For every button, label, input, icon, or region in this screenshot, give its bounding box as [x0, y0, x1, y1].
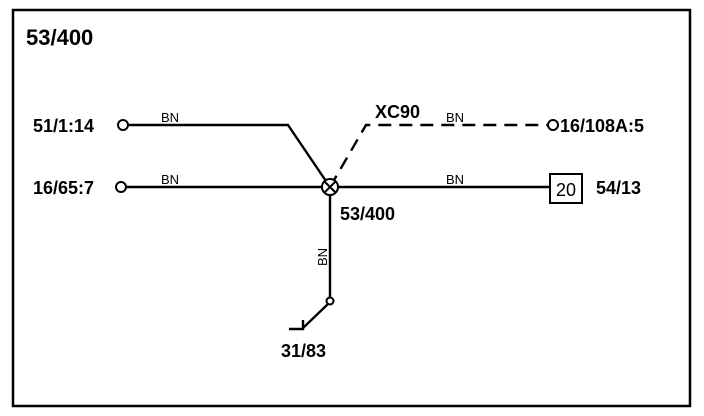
terminal-left-mid [115, 181, 127, 193]
wire-color-right-mid: BN [446, 172, 464, 187]
splice-label: 53/400 [340, 204, 395, 224]
splice-icon [321, 178, 339, 196]
wire-left-top [129, 123, 331, 188]
fuse-box [549, 173, 583, 204]
wire-color-left-top: BN [161, 110, 179, 125]
diagram-frame [11, 8, 692, 408]
fuse-number: 20 [556, 180, 576, 200]
connector-label-left-mid: 16/65:7 [33, 178, 94, 198]
connector-label-right-top: 16/108A:5 [560, 116, 644, 136]
model-label: XC90 [375, 102, 420, 122]
ground-contact [302, 302, 330, 329]
wire-color-right-top: BN [446, 110, 464, 125]
diagram-title: 53/400 [26, 25, 93, 50]
connector-label-right-mid: 54/13 [596, 178, 641, 198]
connector-label-bottom: 31/83 [281, 341, 326, 361]
terminal-right-top [547, 119, 559, 131]
connector-label-left-top: 51/1:14 [33, 116, 94, 136]
wire-color-bottom: BN [315, 248, 330, 266]
wire-dashed-xc90 [328, 123, 548, 188]
wire-color-left-mid: BN [161, 172, 179, 187]
terminal-bottom [325, 296, 335, 306]
terminal-left-top [117, 119, 129, 131]
ground-symbol [289, 320, 305, 331]
